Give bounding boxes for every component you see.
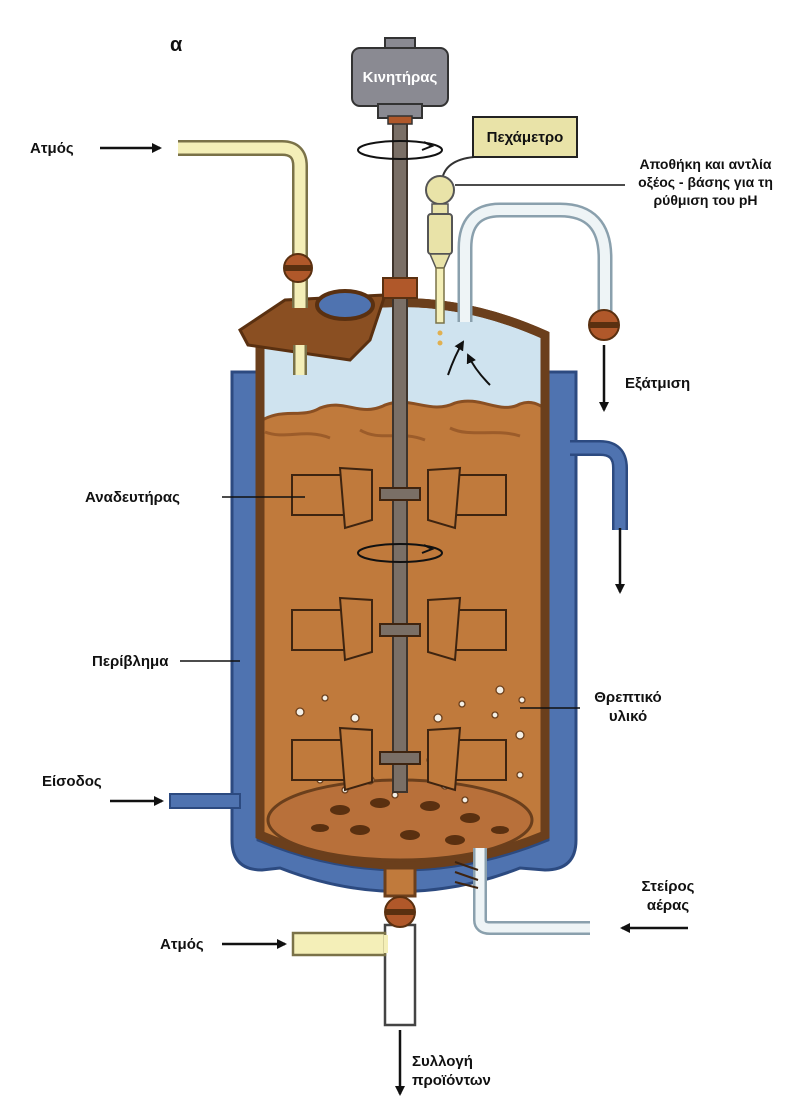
acid-base-pump-label: Αποθήκη και αντλία οξέος - βάσης για τη … — [638, 156, 773, 208]
impeller-upper — [291, 466, 507, 530]
product-outlet-pipe — [291, 866, 417, 1027]
product-collection-label: Συλλογή προϊόντων — [412, 1053, 491, 1089]
motor-label: Κινητήρας — [362, 68, 438, 86]
jacket-inlet-pipe — [169, 793, 241, 809]
impeller-middle — [291, 596, 507, 662]
steam-bottom-label: Ατμός — [160, 936, 204, 953]
inlet-label: Είσοδος — [42, 773, 102, 790]
shaft-coupling — [382, 277, 418, 299]
acid-base-pump — [425, 175, 455, 324]
ph-meter-label: Πεχάμετρο — [486, 128, 564, 146]
rotation-arrow-middle — [357, 543, 443, 563]
steam-top-label: Ατμός — [30, 140, 74, 157]
motor — [351, 37, 449, 125]
impeller-lower — [291, 726, 507, 792]
ph-meter-box — [472, 116, 578, 158]
sterile-air-pipe — [473, 848, 590, 935]
sight-glass — [315, 289, 375, 321]
jacket-label: Περίβλημα — [92, 653, 169, 670]
steam-inlet-pipe-top — [178, 140, 308, 375]
sterile-air-label: Στείρος αέρας — [641, 878, 695, 914]
nutrient-medium-label: Θρεπτικό υλικό — [594, 689, 662, 725]
evaporation-label: Εξάτμιση — [625, 375, 691, 392]
flow-arrows — [100, 143, 688, 1096]
leader-lines — [180, 496, 580, 709]
rotation-arrow-top — [357, 140, 443, 160]
agitator-label: Αναδευτήρας — [85, 489, 180, 506]
figure-letter: α — [170, 34, 183, 56]
agitator-shaft — [392, 111, 408, 793]
exhaust-pipe — [457, 202, 613, 322]
